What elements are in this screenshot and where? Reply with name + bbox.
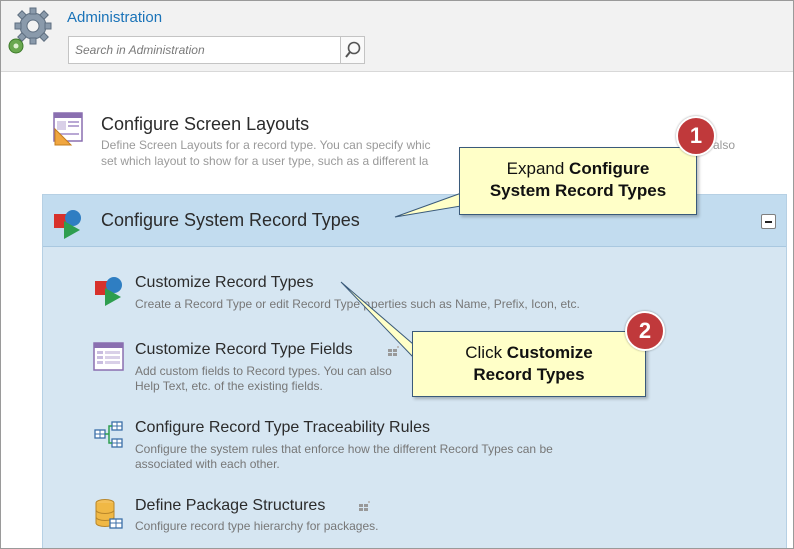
configure-screen-layouts-description: Define Screen Layouts for a record type.… [101,137,751,169]
desc-line: Configure the system rules that enforce … [135,442,553,456]
desc-part: perties such as Name, Prefix, Icon, etc. [371,297,580,311]
define-package-structures-description: Configure record type hierarchy for pack… [135,519,379,533]
desc-part: Create a Record Type or edit Record Type… [135,297,371,311]
customize-record-type-fields-description: Add custom fields to Record types. You c… [135,364,435,394]
callout-bold: Customize [506,343,593,362]
search-button[interactable] [340,37,364,63]
desc-line: associated with each other. [135,457,280,471]
layout-icon [53,112,83,146]
grid-icon [359,501,370,511]
define-package-structures-link[interactable]: Define Package Structures [135,497,326,514]
header: Administration [1,1,793,72]
callout-bold: Record Types [473,365,585,384]
record-types-icon [95,277,122,306]
desc-line: Add custom fields to Record types. You c… [135,364,392,378]
grid-icon [388,346,399,356]
customize-record-types-description: Create a Record Type or edit Record Type… [135,297,695,312]
callout-bold: System Record Types [489,181,667,200]
desc-line-tail: also [713,138,736,152]
search-icon [345,41,361,58]
traceability-rules-description: Configure the system rules that enforce … [135,442,635,472]
customize-record-types-link[interactable]: Customize Record Types [135,274,314,291]
step-badge-2: 2 [625,311,665,351]
traceability-icon [94,421,123,448]
record-types-icon [54,210,81,239]
fields-list-icon [93,342,124,371]
callout-1-pointer [394,190,468,218]
gear-icon [8,7,52,54]
callout-text: Expand [506,159,570,178]
callout-step-1: Expand Configure System Record Types [459,147,697,215]
configure-screen-layouts-link[interactable]: Configure Screen Layouts [101,114,310,134]
callout-text: Click [465,343,507,362]
callout-bold: Configure [569,159,650,178]
search-box [68,36,365,64]
desc-line: Define Screen Layouts for a record type.… [101,138,431,152]
callout-step-2: Click Customize Record Types [412,331,646,397]
package-icon [95,499,123,529]
search-input[interactable] [69,37,341,63]
customize-record-type-fields-link[interactable]: Customize Record Type Fields [135,341,353,358]
collapse-icon[interactable] [761,214,776,229]
callout-2-pointer [340,281,414,359]
step-badge-1: 1 [676,116,716,156]
traceability-rules-link[interactable]: Configure Record Type Traceability Rules [135,419,430,436]
page-title[interactable]: Administration [67,9,163,26]
configure-system-record-types-link[interactable]: Configure System Record Types [101,210,360,230]
desc-line: set which layout to show for a user type… [101,154,429,168]
desc-line: Help Text, etc. of the existing fields. [135,379,323,393]
